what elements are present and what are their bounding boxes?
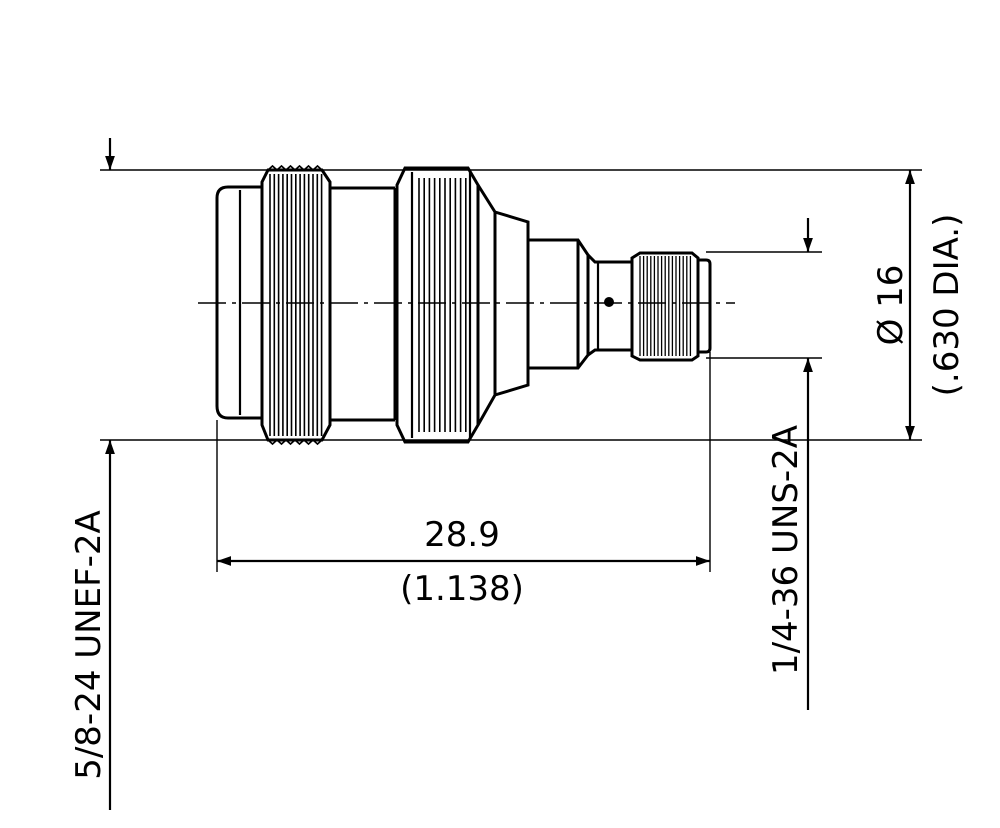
small-thread xyxy=(630,251,700,362)
large-thread-label: 5/8-24 UNEF-2A xyxy=(69,510,109,780)
large-thread xyxy=(260,164,332,446)
small-thread-label: 1/4-36 UNS-2A xyxy=(766,425,806,675)
knurled-nut xyxy=(395,166,480,444)
length-mm-label: 28.9 xyxy=(424,515,500,555)
diameter-mm-label: Ø 16 xyxy=(871,265,911,346)
diameter-in-label: (.630 DIA.) xyxy=(927,214,967,397)
dimension-lines xyxy=(100,138,922,810)
length-in-label: (1.138) xyxy=(400,569,524,609)
connector-body xyxy=(215,164,712,446)
